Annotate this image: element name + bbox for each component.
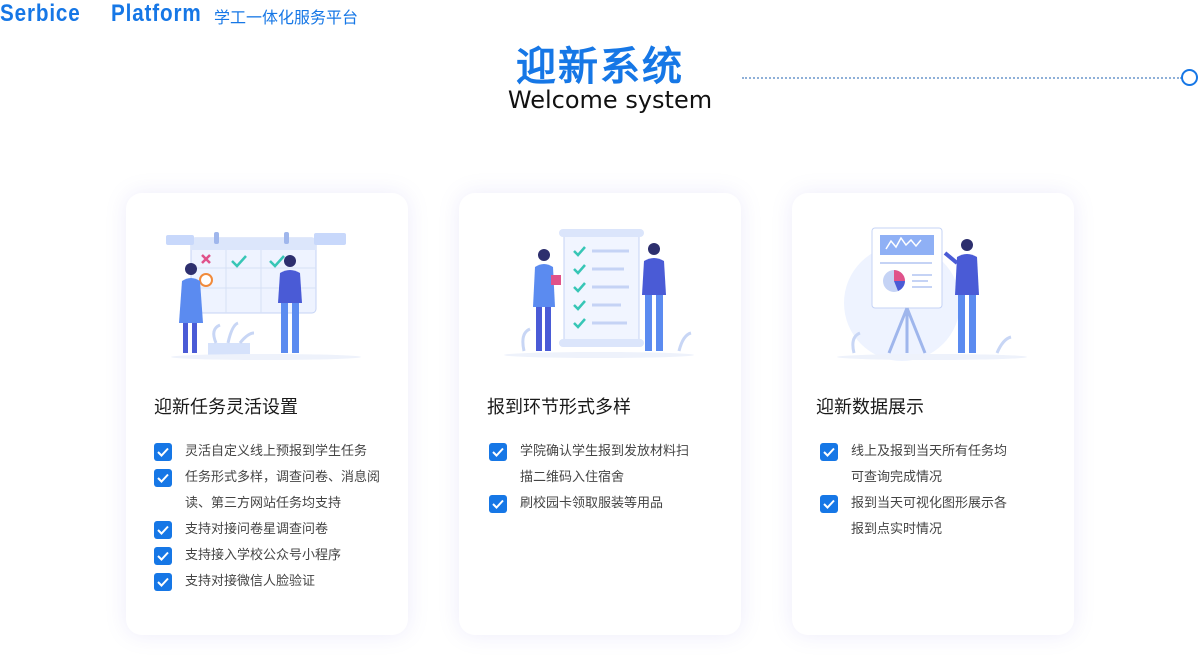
calendar-task-illustration	[166, 232, 361, 360]
checkbox-checked-icon	[154, 521, 172, 539]
checkbox-checked-icon	[154, 469, 172, 487]
checkbox-checked-icon	[154, 547, 172, 565]
feature-text: 支持接入学校公众号小程序	[185, 548, 342, 563]
checklist-scroll-illustration	[504, 229, 694, 358]
feature-text: 学院确认学生报到发放材料扫描二维码入住宿舍	[520, 444, 690, 485]
brand-name-en: Serbice Platform	[0, 0, 202, 27]
feature-card-registration: 报到环节形式多样 学院确认学生报到发放材料扫描二维码入住宿舍 刷校园卡领取服装等…	[459, 193, 741, 635]
feature-item: 刷校园卡领取服装等用品	[489, 491, 739, 517]
feature-text: 报到当天可视化图形展示各报到点实时情况	[851, 496, 1008, 537]
checkbox-checked-icon	[820, 443, 838, 461]
feature-list: 灵活自定义线上预报到学生任务 任务形式多样，调查问卷、消息阅读、第三方网站任务均…	[154, 439, 404, 595]
feature-text: 刷校园卡领取服装等用品	[520, 496, 664, 511]
checkbox-checked-icon	[489, 443, 507, 461]
feature-item: 任务形式多样，调查问卷、消息阅读、第三方网站任务均支持	[154, 465, 404, 517]
feature-list: 学院确认学生报到发放材料扫描二维码入住宿舍 刷校园卡领取服装等用品	[489, 439, 739, 517]
page-subtitle: Welcome system	[507, 86, 713, 114]
feature-text: 任务形式多样，调查问卷、消息阅读、第三方网站任务均支持	[185, 470, 381, 511]
feature-item: 支持对接问卷星调查问卷	[154, 517, 404, 543]
feature-item: 灵活自定义线上预报到学生任务	[154, 439, 404, 465]
dotted-divider	[742, 77, 1182, 79]
card-title: 迎新数据展示	[816, 397, 924, 418]
feature-text: 支持对接微信人脸验证	[185, 574, 316, 589]
page-title: 迎新系统	[516, 44, 684, 90]
checkbox-checked-icon	[489, 495, 507, 513]
presentation-board-illustration	[837, 227, 1027, 361]
feature-text: 支持对接问卷星调查问卷	[185, 522, 329, 537]
checkbox-checked-icon	[154, 573, 172, 591]
card-title: 迎新任务灵活设置	[154, 397, 298, 418]
feature-item: 支持接入学校公众号小程序	[154, 543, 404, 569]
feature-text: 灵活自定义线上预报到学生任务	[185, 444, 368, 459]
feature-card-data: 迎新数据展示 线上及报到当天所有任务均可查询完成情况 报到当天可视化图形展示各报…	[792, 193, 1074, 635]
checkbox-checked-icon	[820, 495, 838, 513]
brand: Serbice Platform	[0, 0, 202, 28]
ring-icon	[1181, 69, 1198, 86]
feature-item: 报到当天可视化图形展示各报到点实时情况	[820, 491, 1070, 543]
checkbox-checked-icon	[154, 443, 172, 461]
feature-list: 线上及报到当天所有任务均可查询完成情况 报到当天可视化图形展示各报到点实时情况	[820, 439, 1070, 543]
brand-name-cn: 学工一体化服务平台	[214, 8, 359, 27]
feature-item: 学院确认学生报到发放材料扫描二维码入住宿舍	[489, 439, 739, 491]
feature-text: 线上及报到当天所有任务均可查询完成情况	[851, 444, 1008, 485]
feature-item: 支持对接微信人脸验证	[154, 569, 404, 595]
feature-card-tasks: 迎新任务灵活设置 灵活自定义线上预报到学生任务 任务形式多样，调查问卷、消息阅读…	[126, 193, 408, 635]
card-title: 报到环节形式多样	[487, 397, 631, 418]
feature-item: 线上及报到当天所有任务均可查询完成情况	[820, 439, 1070, 491]
